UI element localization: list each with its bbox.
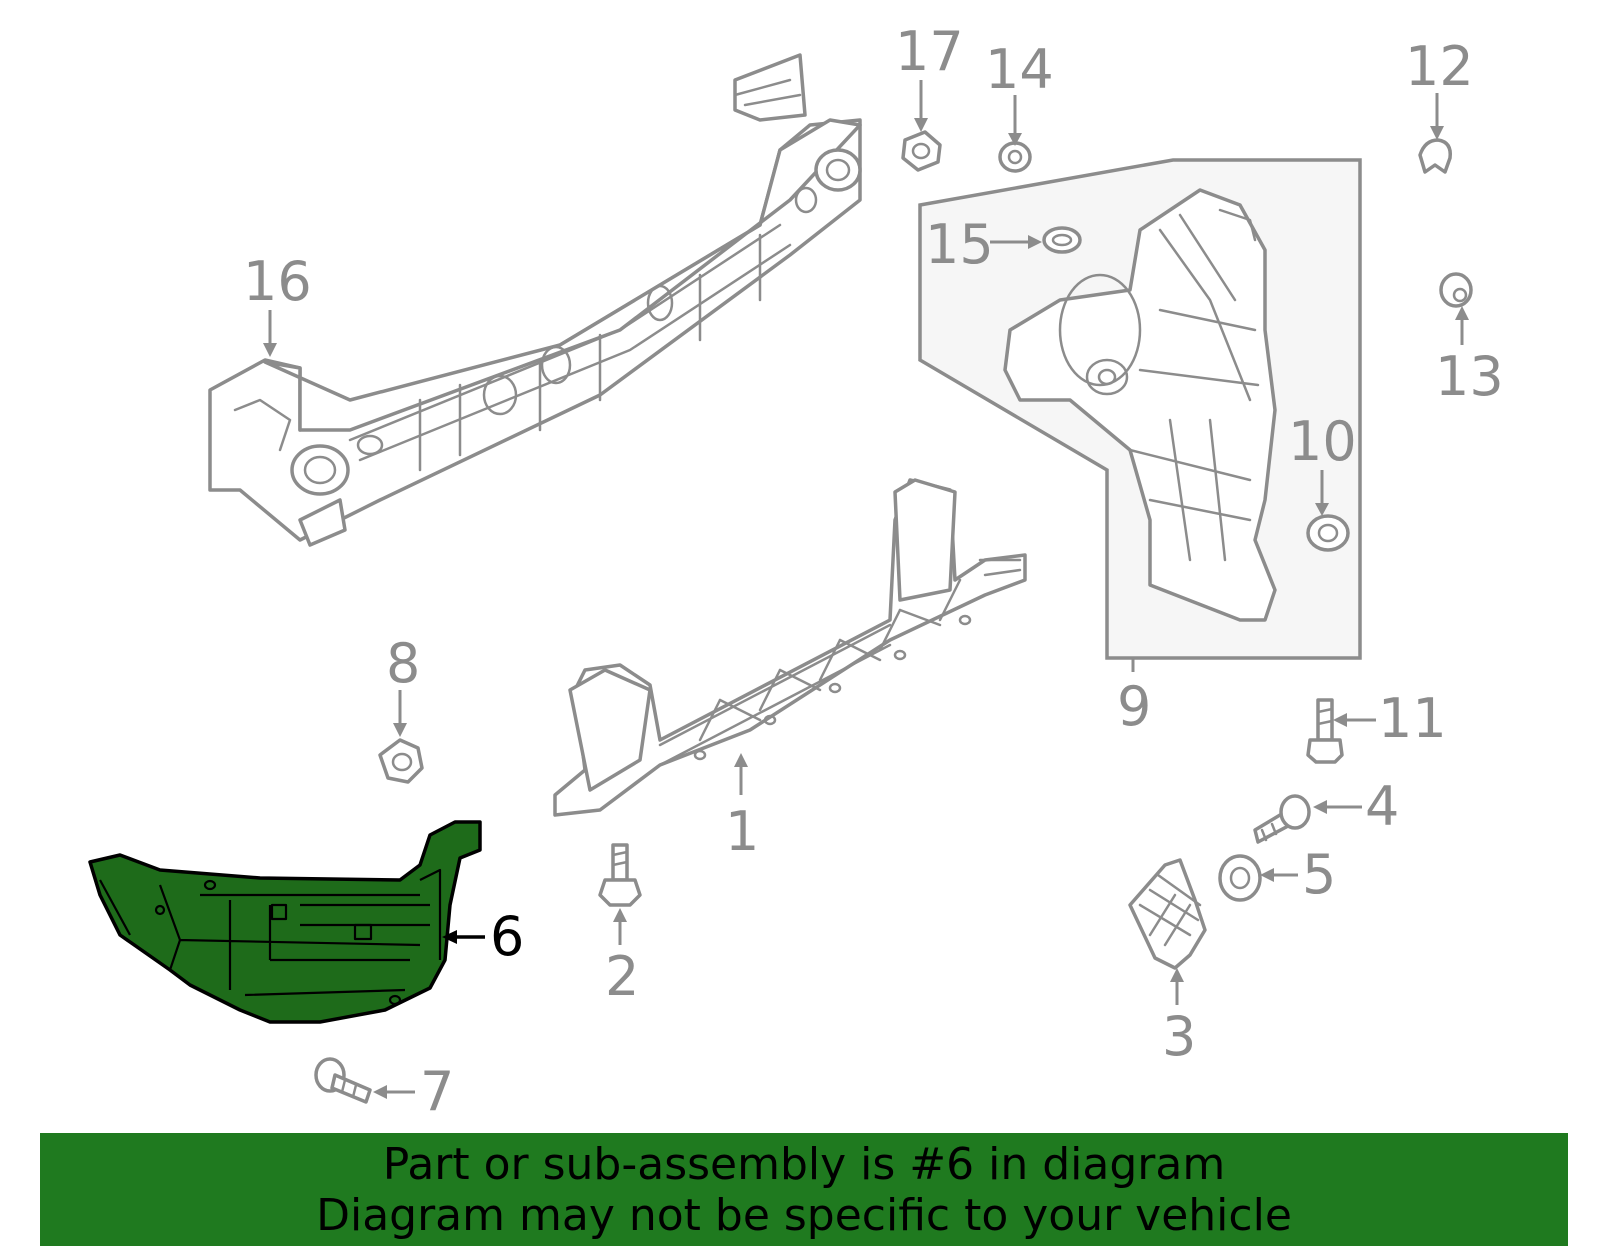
callout-6-highlighted: 6 [490,905,524,968]
fastener-10-nut[interactable] [1306,514,1350,552]
part-10-bracket[interactable] [1003,188,1277,622]
fastener-8-flange-nut[interactable] [378,738,424,784]
part-3-bracket[interactable] [1128,858,1207,970]
callout-1: 1 [725,800,759,863]
callout-7: 7 [420,1060,454,1123]
callout-3: 3 [1162,1005,1196,1068]
part-1-lower-stiffener[interactable] [553,478,1027,817]
fastener-2-bolt[interactable] [598,843,642,907]
fastener-15-washer[interactable] [1042,226,1082,254]
fastener-14-grommet[interactable] [998,141,1032,173]
callout-9: 9 [1117,675,1151,738]
part-info-banner: Part or sub-assembly is #6 in diagram Di… [40,1133,1568,1246]
part-16-reinforcement-beam[interactable] [208,53,862,547]
fastener-12-clip[interactable] [1418,138,1452,174]
fastener-4-screw[interactable] [1253,794,1311,844]
fastener-11-bolt[interactable] [1306,698,1344,764]
callout-2: 2 [605,945,639,1008]
callout-4: 4 [1365,775,1399,838]
callout-8: 8 [386,632,420,695]
callout-13: 13 [1435,345,1504,408]
part-6-highlighted-bracket[interactable] [88,820,482,1024]
callout-14: 14 [985,38,1054,101]
callout-17: 17 [895,20,964,83]
banner-line-2: Diagram may not be specific to your vehi… [316,1190,1292,1241]
fastener-13-clip[interactable] [1439,272,1473,308]
callout-10: 10 [1288,410,1357,473]
callout-11: 11 [1378,687,1447,750]
callout-arrows [263,80,1469,1099]
callout-15: 15 [925,213,994,276]
fastener-17-flange-nut[interactable] [901,130,942,172]
banner-line-1: Part or sub-assembly is #6 in diagram [382,1139,1226,1190]
callout-5: 5 [1302,843,1336,906]
fastener-5-flange-nut[interactable] [1218,854,1262,902]
fastener-7-screw[interactable] [314,1057,372,1104]
callout-16: 16 [243,250,312,313]
callout-12: 12 [1405,35,1474,98]
